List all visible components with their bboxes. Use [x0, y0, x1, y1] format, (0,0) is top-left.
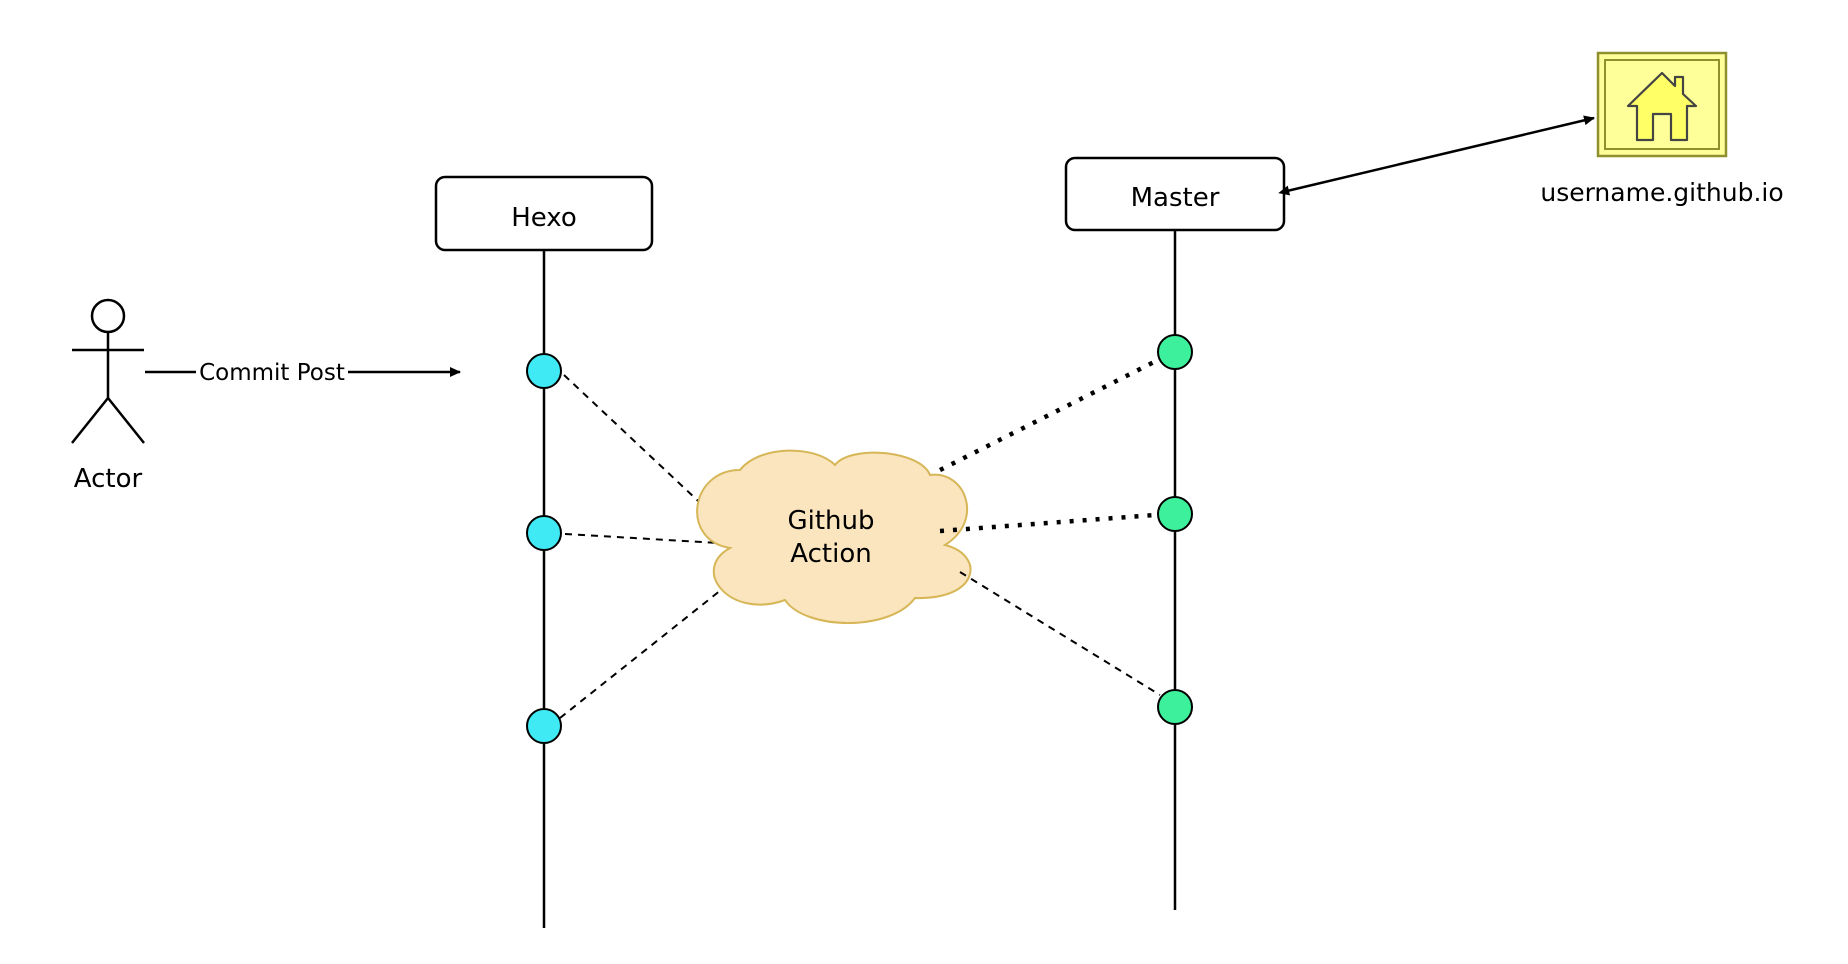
action-to-master-link-1 — [938, 357, 1160, 473]
actor[interactable] — [71, 298, 145, 444]
cloud-label-line1: Github — [787, 506, 874, 536]
hexo-commit-node[interactable] — [526, 353, 562, 389]
actor-leg-right — [107, 397, 145, 444]
action-to-master-link-2 — [939, 512, 1156, 534]
hexo-to-action-link-3 — [559, 585, 727, 719]
cloud-shape — [696, 449, 972, 624]
hexo-commit-node[interactable] — [526, 708, 562, 744]
master-commit-node[interactable] — [1157, 334, 1193, 370]
commit-post-label-bg — [196, 357, 348, 387]
master-commit-node[interactable] — [1157, 689, 1193, 725]
hexo-to-action-link-2 — [564, 533, 737, 545]
master-label: Master — [1131, 183, 1220, 213]
actor-head — [90, 298, 126, 334]
hexo-label: Hexo — [511, 203, 577, 233]
master-commit-node[interactable] — [1157, 496, 1193, 532]
hexo-commit-node[interactable] — [526, 515, 562, 551]
github-action-cloud[interactable] — [696, 449, 972, 624]
master-site-arrow — [1278, 115, 1595, 196]
action-to-master-link-3 — [959, 571, 1161, 696]
commit-post-label: Commit Post — [199, 360, 345, 386]
home-icon[interactable] — [1596, 51, 1728, 158]
site-label: username.github.io — [1540, 178, 1783, 207]
hexo-to-action-link-1 — [563, 374, 713, 515]
hexo-box[interactable] — [434, 175, 654, 252]
home-icon-house — [1626, 71, 1698, 142]
cloud-label-line2: Action — [790, 539, 871, 569]
actor-leg-left — [71, 397, 109, 444]
actor-label: Actor — [74, 464, 143, 494]
